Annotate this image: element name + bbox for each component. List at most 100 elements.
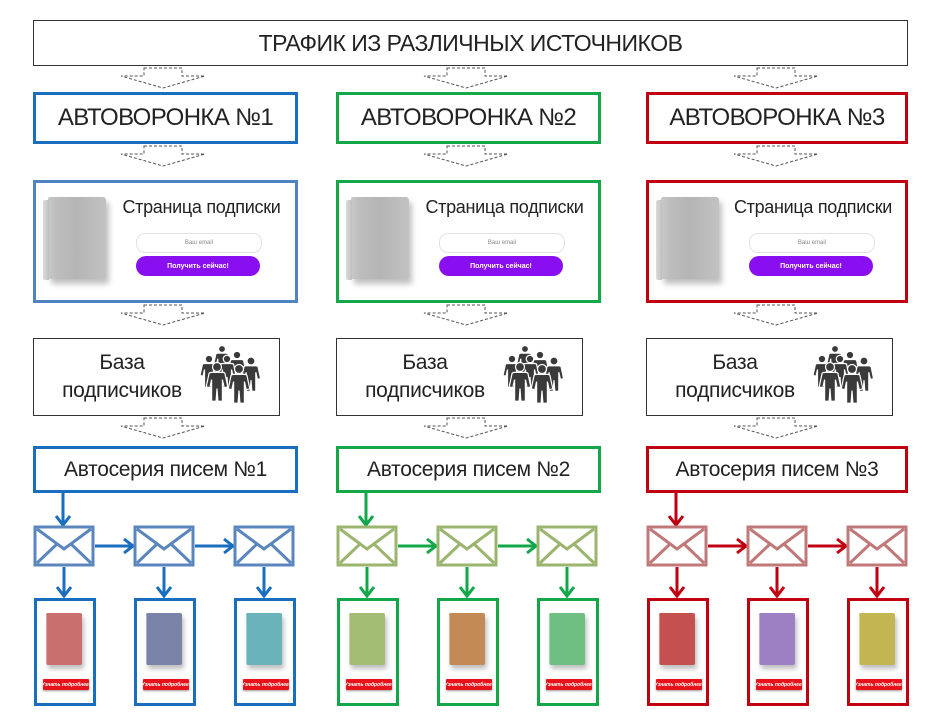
arrow-down-icon (558, 586, 576, 599)
product-box: Узнать подробнее! (34, 598, 96, 706)
arrow-right-icon (526, 537, 539, 555)
base-line1: База (712, 351, 758, 374)
get-now-button[interactable]: Получить сейчас! (136, 256, 260, 276)
envelope-fold (135, 542, 193, 565)
learn-more-button[interactable]: Узнать подробнее! (446, 679, 492, 690)
funnel-label: АВТОВОРОНКА №2 (360, 104, 577, 131)
arrow-down-icon (255, 586, 273, 599)
product-box: Узнать подробнее! (847, 598, 909, 706)
learn-more-button[interactable]: Узнать подробнее! (43, 679, 89, 690)
dashed-down-arrow-icon (423, 67, 509, 89)
subscribe-page-3: Страница подписки Ваш email Получить сей… (646, 180, 908, 303)
email-input[interactable]: Ваш email (136, 233, 262, 253)
envelope-icon (33, 525, 95, 567)
base-line2: подписчиков (365, 379, 485, 402)
product-box: Узнать подробнее! (647, 598, 709, 706)
learn-more-button[interactable]: Узнать подробнее! (546, 679, 592, 690)
arrow-down-icon (667, 515, 685, 528)
email-series-box-2: Автосерия писем №2 (336, 446, 601, 493)
envelope-icon (133, 525, 195, 567)
arrow-right-icon (736, 537, 749, 555)
arrow-down-icon (458, 586, 476, 599)
envelope-icon (846, 525, 908, 567)
product-box: Узнать подробнее! (234, 598, 296, 706)
arrow-down-icon (55, 586, 73, 599)
dashed-down-arrow-icon (423, 417, 509, 439)
envelope-fold (35, 542, 93, 565)
email-input[interactable]: Ваш email (439, 233, 565, 253)
learn-more-button[interactable]: Узнать подробнее! (346, 679, 392, 690)
subscribe-title: Страница подписки (425, 197, 584, 217)
envelope-icon (436, 525, 498, 567)
subscribe-title: Страница подписки (733, 197, 893, 217)
email-series-box-3: Автосерия писем №3 (646, 446, 908, 493)
dashed-down-arrow-icon (423, 304, 509, 326)
learn-more-button[interactable]: Узнать подробнее! (856, 679, 902, 690)
traffic-sources-title: ТРАФИК ИЗ РАЗЛИЧНЫХ ИСТОЧНИКОВ (258, 29, 683, 56)
envelope-flap (649, 527, 705, 551)
series-label: Автосерия писем №3 (675, 457, 879, 481)
base-line2: подписчиков (675, 379, 795, 402)
envelope-fold (748, 542, 806, 565)
envelope-icon (233, 525, 295, 567)
funnel-label: АВТОВОРОНКА №3 (669, 104, 885, 131)
envelope-flap (36, 527, 92, 551)
base-line1: База (99, 351, 145, 374)
dashed-down-arrow-icon (733, 304, 819, 326)
arrow-down-icon (668, 586, 686, 599)
learn-more-button[interactable]: Узнать подробнее! (143, 679, 189, 690)
base-line2: подписчиков (62, 379, 182, 402)
envelope-fold (538, 542, 596, 565)
product-box: Узнать подробнее! (337, 598, 399, 706)
people-group-icon (812, 344, 875, 404)
arrow-down-icon (357, 515, 375, 528)
arrow-right-icon (223, 537, 236, 555)
product-book-image (856, 613, 895, 665)
envelope-icon (646, 525, 708, 567)
dashed-down-arrow-icon (733, 67, 819, 89)
funnel-box-1: АВТОВОРОНКА №1 (33, 92, 298, 144)
get-now-button[interactable]: Получить сейчас! (749, 256, 873, 276)
product-box: Узнать подробнее! (537, 598, 599, 706)
envelope-flap (539, 527, 595, 551)
arrow-down-icon (868, 586, 886, 599)
product-box: Узнать подробнее! (747, 598, 809, 706)
email-input[interactable]: Ваш email (749, 233, 875, 253)
envelope-fold (235, 542, 293, 565)
funnel-label: АВТОВОРОНКА №1 (57, 104, 274, 131)
envelope-flap (439, 527, 495, 551)
dashed-down-arrow-icon (733, 145, 819, 167)
envelope-flap (849, 527, 905, 551)
arrow-right-icon (123, 537, 136, 555)
arrow-right-icon (836, 537, 849, 555)
dashed-down-arrow-icon (120, 145, 206, 167)
product-book-image (346, 613, 385, 665)
product-box: Узнать подробнее! (134, 598, 196, 706)
learn-more-button[interactable]: Узнать подробнее! (656, 679, 702, 690)
arrow-right-icon (426, 537, 439, 555)
subscriber-base-2: База подписчиков (336, 338, 583, 416)
learn-more-button[interactable]: Узнать подробнее! (756, 679, 802, 690)
envelope-icon (746, 525, 808, 567)
base-line1: База (402, 351, 448, 374)
subscribe-title: Страница подписки (122, 197, 281, 217)
envelope-fold (848, 542, 906, 565)
people-group-icon (502, 344, 565, 404)
learn-more-button[interactable]: Узнать подробнее! (243, 679, 289, 690)
dashed-down-arrow-icon (423, 145, 509, 167)
get-now-button[interactable]: Получить сейчас! (439, 256, 563, 276)
product-book-image (756, 613, 795, 665)
arrow-down-icon (768, 586, 786, 599)
arrow-down-icon (155, 586, 173, 599)
envelope-flap (136, 527, 192, 551)
funnel-box-3: АВТОВОРОНКА №3 (646, 92, 908, 144)
envelope-flap (339, 527, 395, 551)
email-series-box-1: Автосерия писем №1 (33, 446, 298, 493)
funnel-box-2: АВТОВОРОНКА №2 (336, 92, 601, 144)
book-image (346, 197, 409, 280)
product-book-image (656, 613, 695, 665)
envelope-flap (236, 527, 292, 551)
subscriber-base-3: База подписчиков (646, 338, 893, 416)
envelope-fold (648, 542, 706, 565)
product-book-image (143, 613, 182, 665)
